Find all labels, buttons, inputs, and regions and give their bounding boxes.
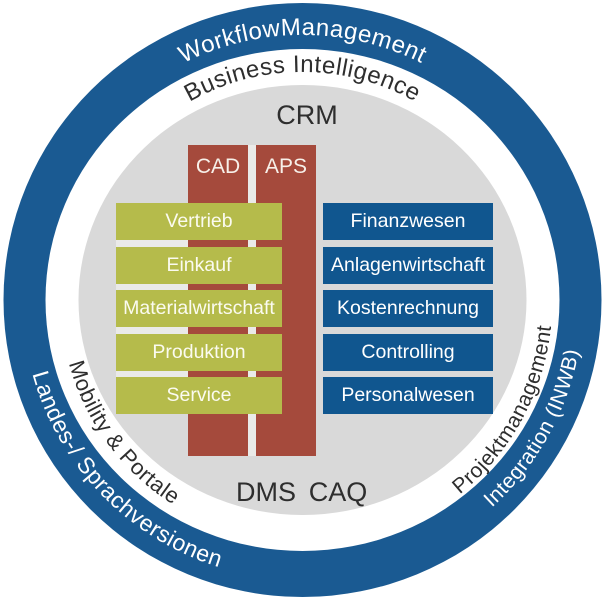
module-kostenrechnung: Kostenrechnung bbox=[323, 290, 493, 327]
caq-label: CAQ bbox=[308, 477, 368, 507]
aps-label: APS bbox=[264, 155, 308, 178]
dms-label: DMS bbox=[236, 477, 296, 507]
module-produktion: Produktion bbox=[116, 334, 282, 371]
cad-label: CAD bbox=[195, 155, 241, 178]
module-materialwirtschaft: Materialwirtschaft bbox=[116, 290, 282, 327]
module-service: Service bbox=[116, 377, 282, 414]
module-controlling: Controlling bbox=[323, 334, 493, 371]
crm-label: CRM bbox=[276, 100, 338, 130]
module-finanzwesen: Finanzwesen bbox=[323, 203, 493, 240]
module-vertrieb: Vertrieb bbox=[116, 203, 282, 240]
module-personalwesen: Personalwesen bbox=[323, 377, 493, 414]
module-einkauf: Einkauf bbox=[116, 247, 282, 284]
module-anlagenwirtschaft: Anlagenwirtschaft bbox=[323, 247, 493, 284]
